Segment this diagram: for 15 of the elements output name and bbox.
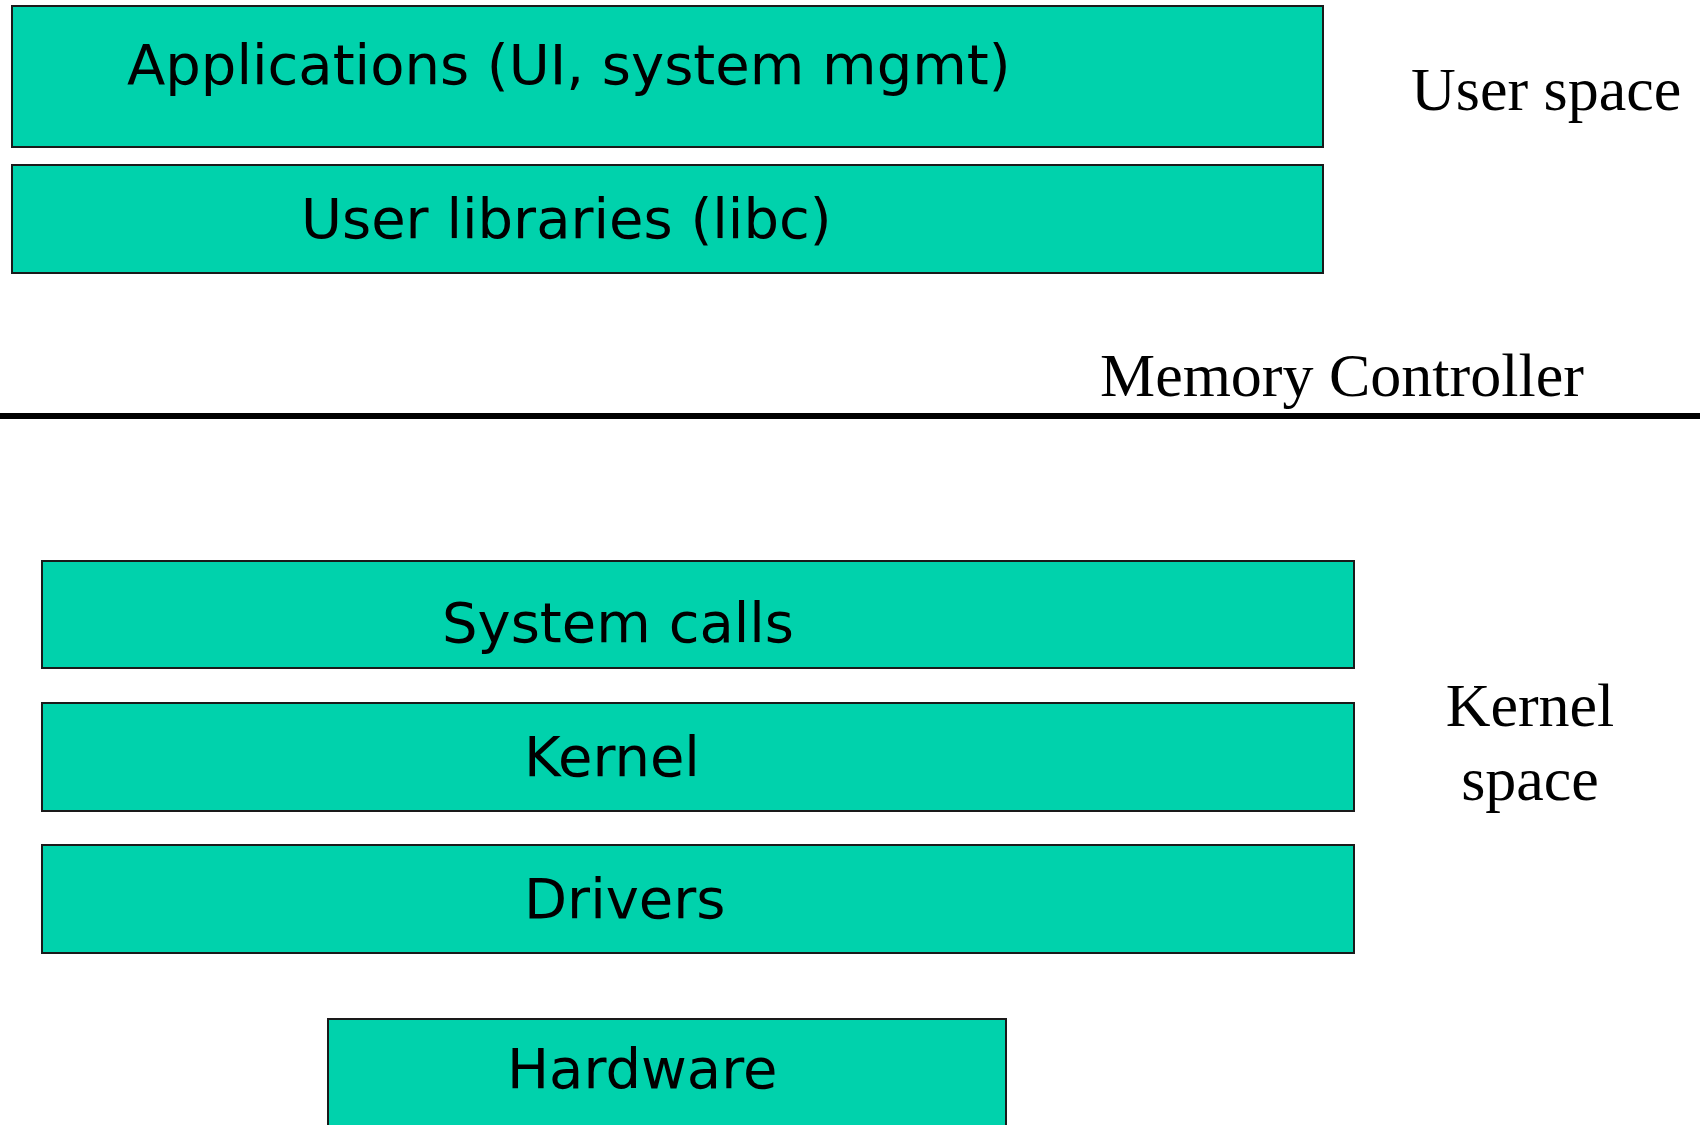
layer-box [11,164,1324,274]
layer-label: User libraries (libc) [301,188,832,250]
space-label: User space [1411,54,1683,125]
layer-box [41,702,1355,812]
layer-label: System calls [442,591,795,654]
layer-label: Kernel [524,726,700,788]
space-label: Kernel space [1444,670,1616,816]
layer-box [11,5,1324,148]
layer-label: Hardware [507,1038,778,1100]
layer-label: Applications (UI, system mgmt) [127,33,1011,96]
layer-box [41,560,1355,669]
layer-box [327,1018,1007,1125]
boundary-label: Memory Controller [1100,340,1585,411]
layer-box [41,844,1355,954]
layer-label: Drivers [524,868,726,930]
